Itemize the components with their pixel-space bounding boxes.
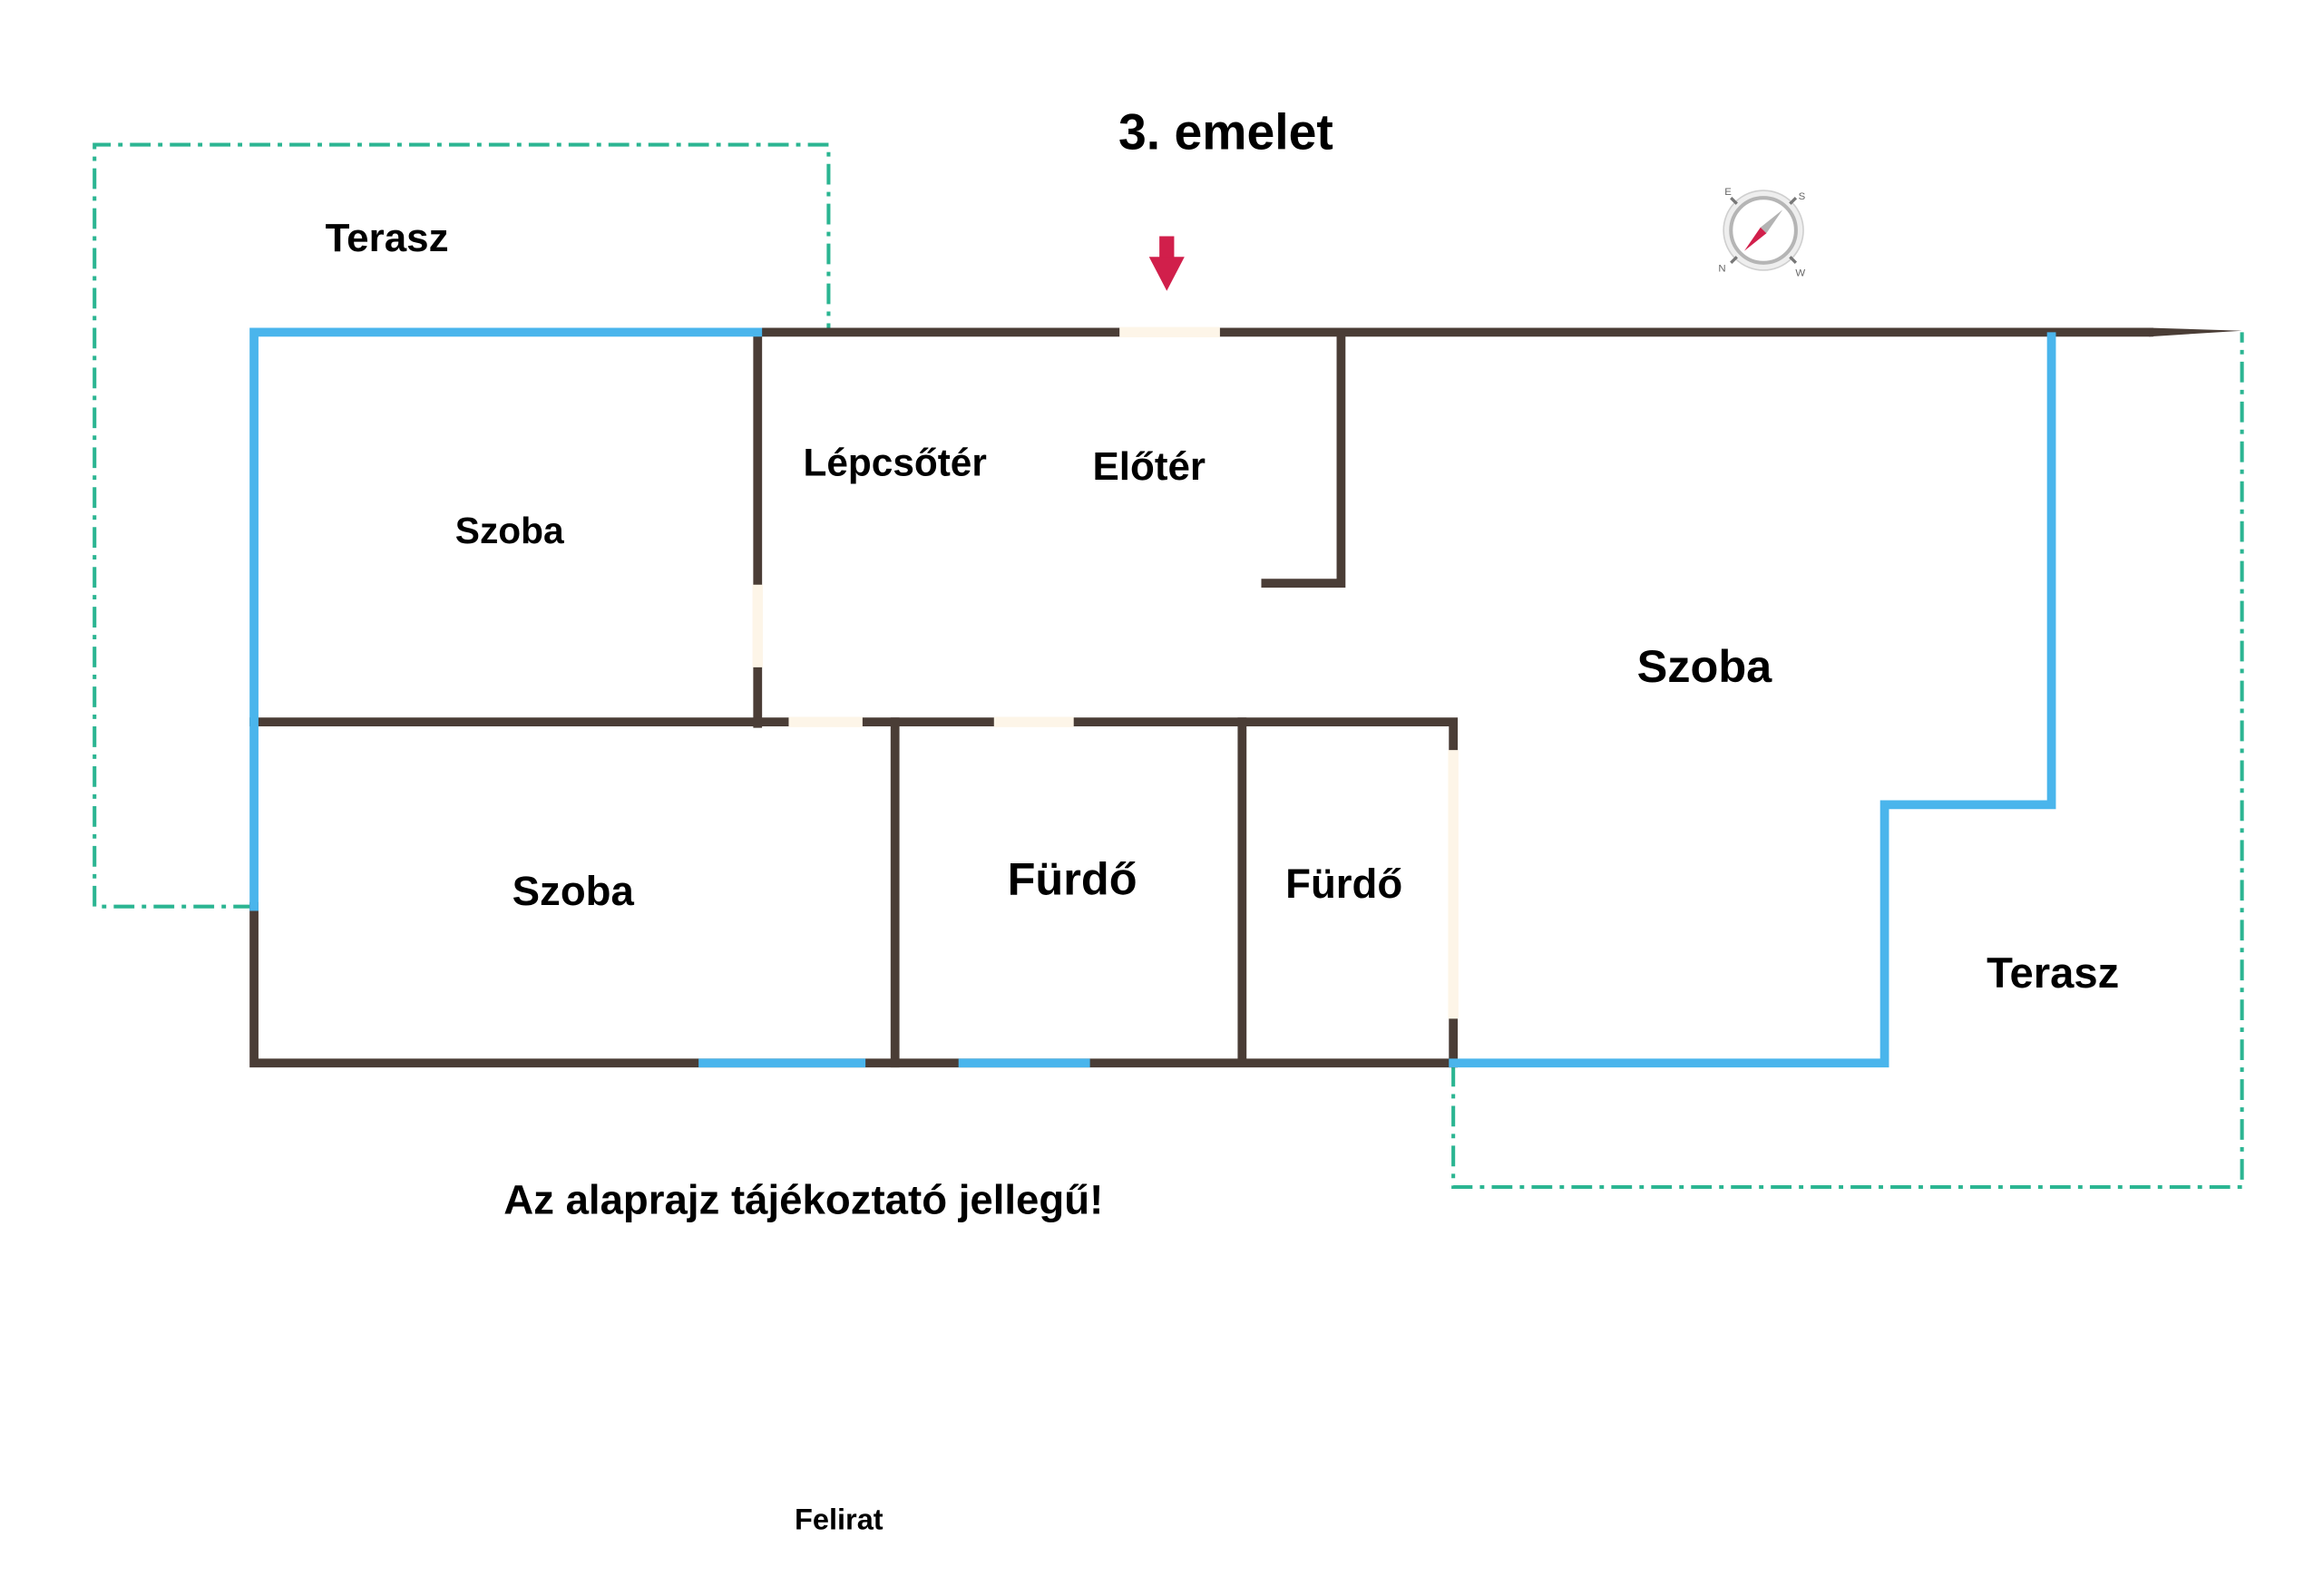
label-bath-2: Fürdő — [1285, 861, 1402, 907]
wall-hall-right — [1261, 327, 1346, 588]
compass-letter-s: S — [1799, 191, 1806, 202]
label-bath-1: Fürdő — [1008, 853, 1137, 905]
terrace-outline-right — [1451, 332, 2244, 1190]
wall-top-end — [2149, 327, 2242, 337]
walls — [249, 327, 2153, 1068]
disclaimer-text: Az alaprajz tájékoztató jellegű! — [503, 1176, 1103, 1222]
terrace-outlines — [93, 142, 2244, 1190]
label-room-large: Szoba — [1637, 640, 1773, 692]
entrance-arrow-icon — [1148, 236, 1185, 291]
label-room-top-left: Szoba — [455, 510, 564, 551]
windows — [249, 327, 2056, 1068]
compass-letter-w: W — [1795, 268, 1805, 278]
window-terrace-right — [1449, 332, 2056, 1068]
terrace-outline-top-left — [93, 142, 831, 909]
compass-letter-n: N — [1718, 264, 1725, 275]
wall-middle — [249, 717, 1459, 1068]
label-terrace-right: Terasz — [1987, 949, 2119, 998]
door-openings — [752, 326, 1459, 1019]
label-room-bottom-left: Szoba — [513, 868, 635, 914]
compass-letter-e: E — [1724, 187, 1732, 198]
page-title: 3. emelet — [1118, 103, 1333, 160]
label-staircase: Lépcsőtér — [804, 441, 987, 483]
wall-bottom — [249, 901, 1459, 1068]
window-wall-left — [249, 327, 763, 911]
caption-text: Felirat — [795, 1504, 884, 1536]
compass-icon: E S N W — [1718, 187, 1805, 279]
label-hall: Előtér — [1092, 444, 1206, 489]
label-terrace-top-left: Terasz — [326, 216, 449, 260]
